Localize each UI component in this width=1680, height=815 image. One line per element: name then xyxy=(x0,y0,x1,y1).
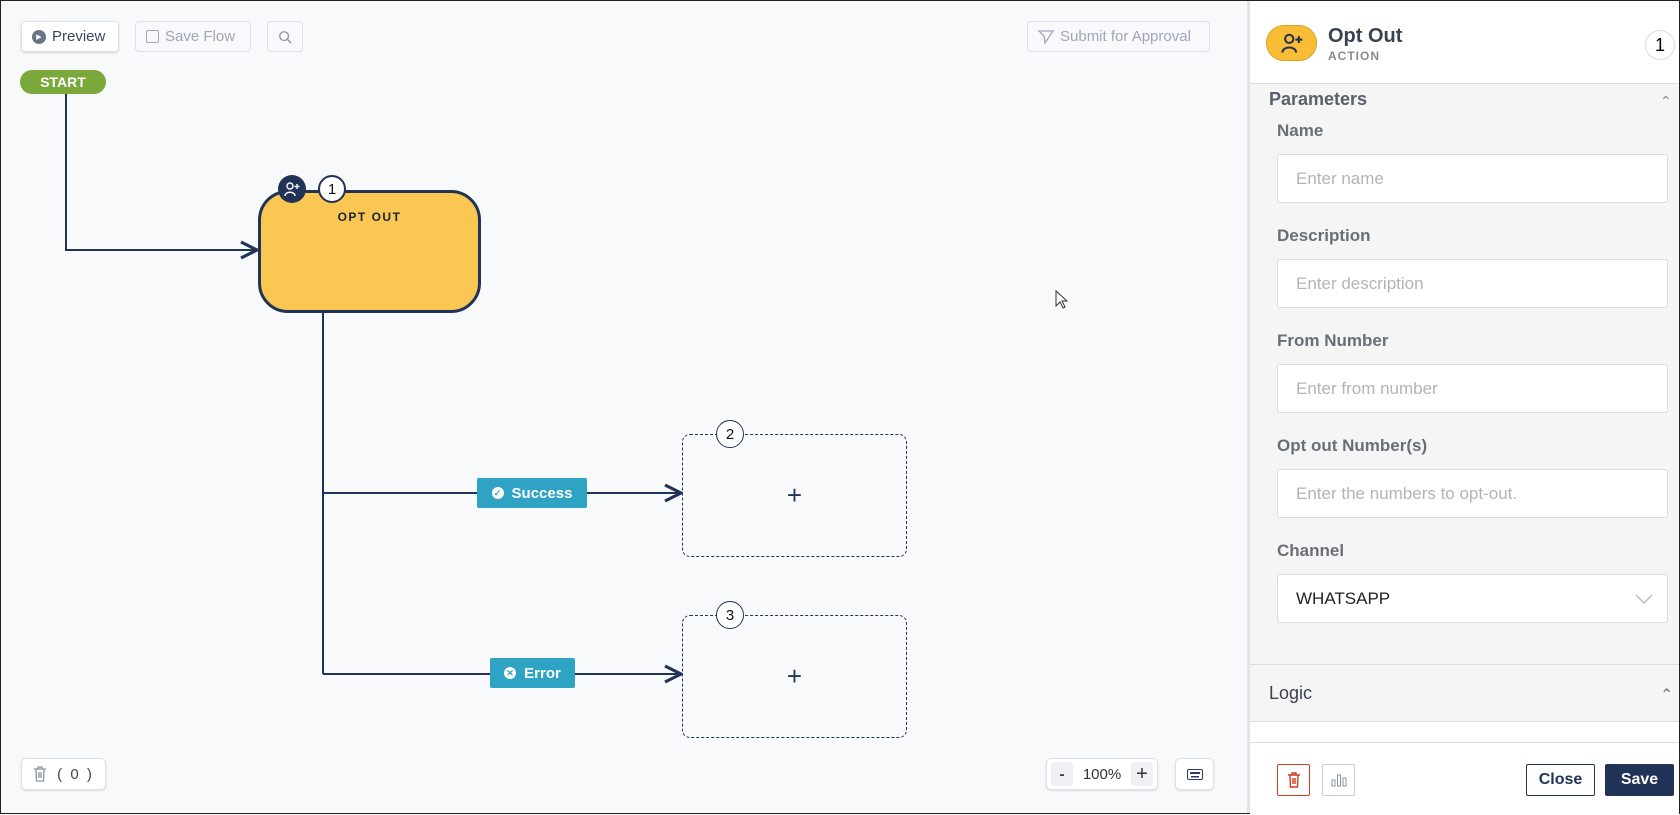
error-edge-label[interactable]: ✕ Error xyxy=(490,658,575,688)
zoom-in-button[interactable]: + xyxy=(1131,762,1153,786)
channel-value: WHATSAPP xyxy=(1296,588,1391,608)
zoom-level: 100% xyxy=(1082,765,1122,783)
submit-label: Submit for Approval xyxy=(1060,28,1191,45)
placeholder-number-badge: 3 xyxy=(716,601,744,629)
preview-button[interactable]: ▶ Preview xyxy=(21,21,119,52)
search-icon xyxy=(279,30,292,44)
chevron-down-icon xyxy=(1635,593,1653,604)
opt-out-numbers-input[interactable] xyxy=(1277,469,1668,518)
save-icon xyxy=(146,30,159,43)
analytics-button[interactable] xyxy=(1322,764,1355,796)
trash-icon xyxy=(1287,772,1300,788)
preview-label: Preview xyxy=(52,28,106,45)
error-label: Error xyxy=(524,664,561,682)
close-button[interactable]: Close xyxy=(1526,764,1595,796)
trash-count: ( 0 ) xyxy=(57,765,94,783)
opt-out-node[interactable]: OPT OUT xyxy=(258,190,481,313)
bar-chart-icon xyxy=(1331,774,1346,787)
add-step-placeholder[interactable]: + xyxy=(682,615,907,738)
trash-icon xyxy=(34,766,47,782)
panel-number-badge: 1 xyxy=(1645,30,1675,60)
start-edge xyxy=(65,94,257,250)
parameters-section-header[interactable]: Parameters xyxy=(1269,89,1368,109)
send-icon xyxy=(1038,29,1054,44)
logic-label: Logic xyxy=(1269,683,1313,703)
play-icon: ▶ xyxy=(32,29,46,44)
success-label: Success xyxy=(511,484,573,502)
properties-panel: Opt Out ACTION 1 Parameters ⌃ Name Descr… xyxy=(1247,1,1679,815)
x-circle-icon: ✕ xyxy=(504,667,517,679)
chevron-up-icon: ⌃ xyxy=(1660,687,1674,704)
submit-for-approval-button[interactable]: Submit for Approval xyxy=(1027,21,1210,52)
placeholder-number-badge: 2 xyxy=(716,420,744,448)
logic-section-body xyxy=(1250,722,1679,743)
node-title: OPT OUT xyxy=(337,210,402,224)
success-edge-label[interactable]: ✓ Success xyxy=(477,478,587,508)
panel-subtitle: ACTION xyxy=(1328,49,1380,63)
description-label: Description xyxy=(1277,226,1371,245)
panel-title: Opt Out xyxy=(1328,25,1403,47)
name-label: Name xyxy=(1277,121,1324,140)
description-input[interactable] xyxy=(1277,259,1668,308)
save-flow-button[interactable]: Save Flow xyxy=(135,21,251,52)
chevron-up-icon[interactable]: ⌃ xyxy=(1660,93,1672,109)
flow-connectors xyxy=(65,94,1247,815)
check-circle-icon: ✓ xyxy=(491,487,504,499)
keyboard-shortcuts-button[interactable] xyxy=(1175,758,1214,790)
save-button[interactable]: Save xyxy=(1605,764,1674,796)
zoom-control: - 100% + xyxy=(1046,758,1158,790)
plus-icon: + xyxy=(786,661,803,691)
mouse-cursor-icon xyxy=(1055,290,1069,309)
channel-label: Channel xyxy=(1277,541,1345,560)
delete-button[interactable] xyxy=(1277,764,1310,796)
name-input[interactable] xyxy=(1277,154,1668,203)
plus-icon: + xyxy=(786,480,803,510)
search-button[interactable] xyxy=(267,21,303,52)
trash-bin-button[interactable]: ( 0 ) xyxy=(21,758,106,790)
logic-section-header[interactable]: Logic ⌃ xyxy=(1250,664,1679,722)
zoom-out-button[interactable]: - xyxy=(1051,762,1073,786)
keyboard-icon xyxy=(1186,768,1203,780)
from-number-input[interactable] xyxy=(1277,364,1668,413)
user-plus-icon xyxy=(1266,25,1317,61)
add-step-placeholder[interactable]: + xyxy=(682,434,907,557)
opt-out-numbers-label: Opt out Number(s) xyxy=(1277,436,1428,455)
node-number-badge: 1 xyxy=(318,175,346,203)
channel-select[interactable]: WHATSAPP xyxy=(1277,574,1668,623)
from-number-label: From Number xyxy=(1277,331,1389,350)
user-plus-icon xyxy=(278,175,306,203)
panel-header: Opt Out ACTION 1 xyxy=(1250,1,1679,84)
save-flow-label: Save Flow xyxy=(165,28,236,45)
start-node[interactable]: START xyxy=(20,70,106,94)
